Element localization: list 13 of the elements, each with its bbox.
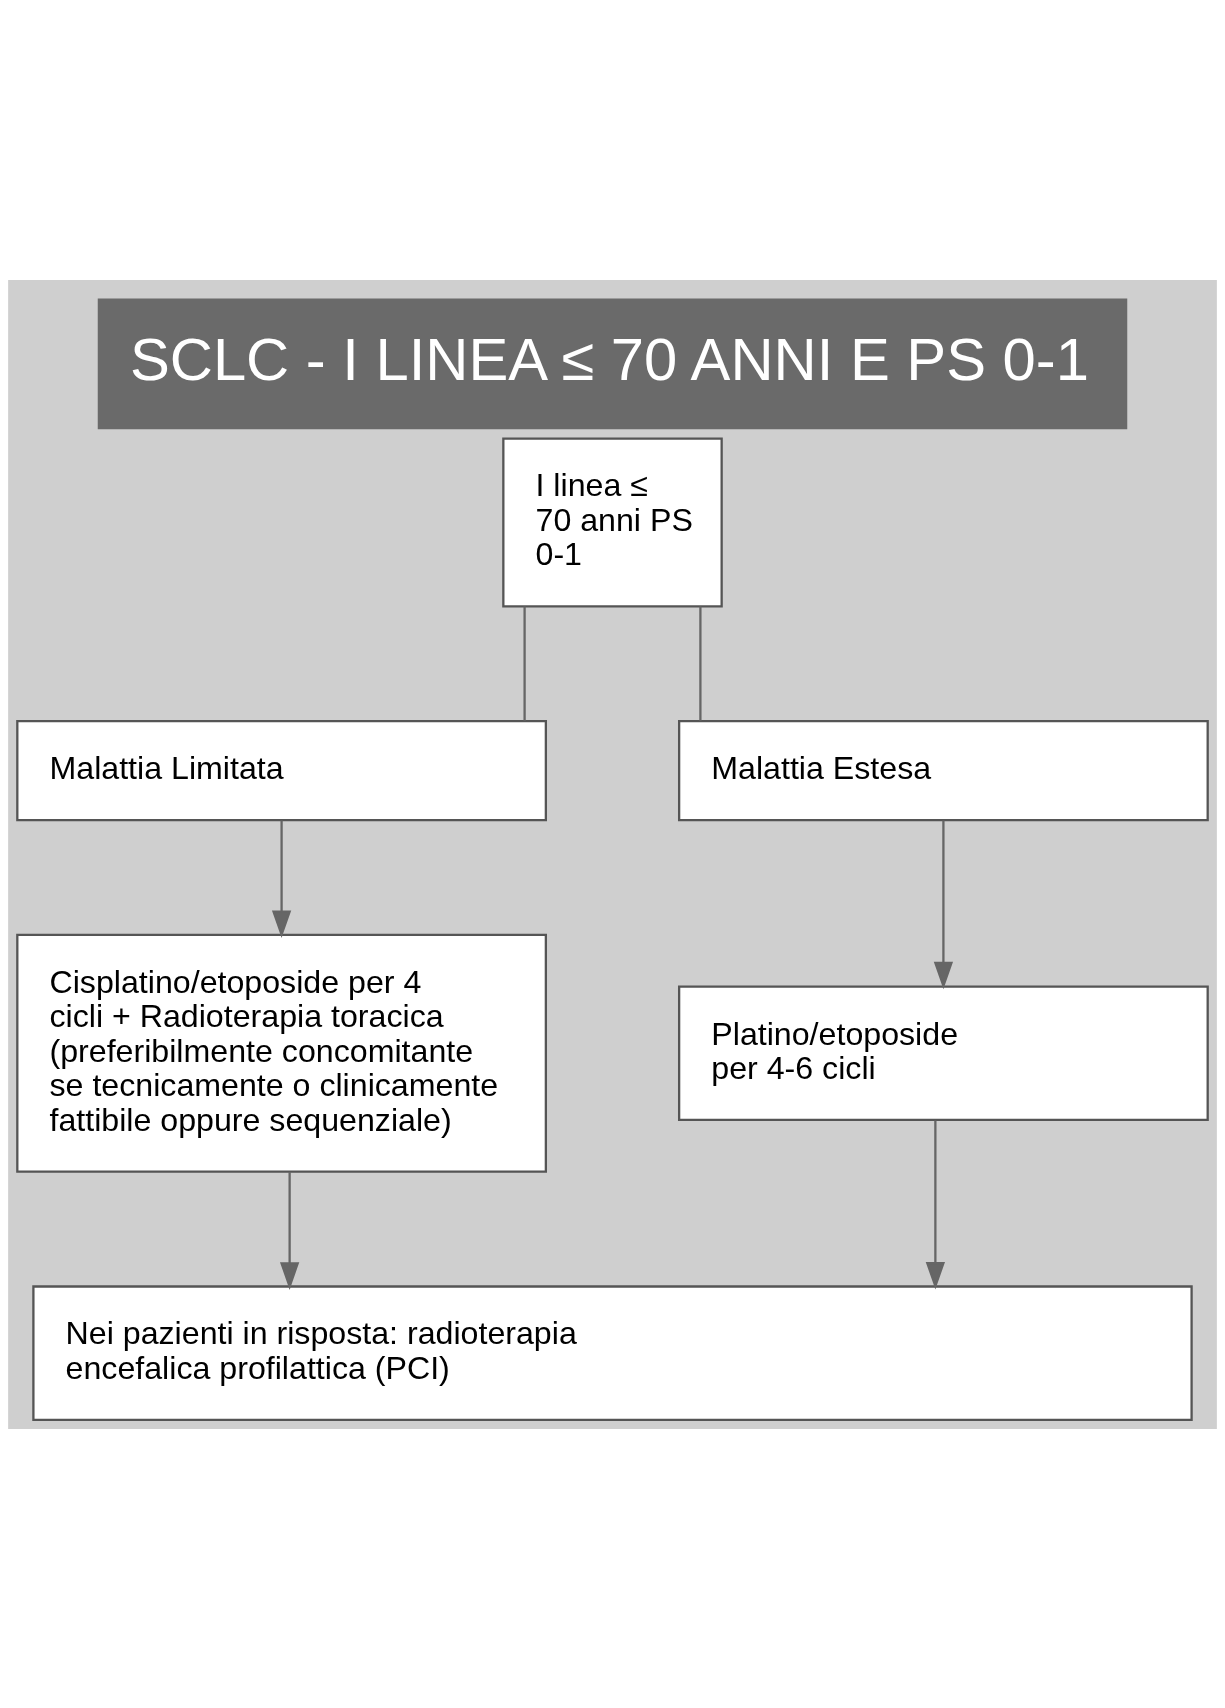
connector bbox=[699, 605, 702, 721]
node-box: Malattia Limitata bbox=[16, 719, 547, 821]
arrow bbox=[925, 1120, 946, 1290]
arrow bbox=[271, 820, 292, 938]
node-box: Malattia Estesa bbox=[678, 719, 1209, 821]
node-box: Platino/etoposide per 4-6 cicli bbox=[678, 985, 1209, 1121]
node-box: Nei pazienti in risposta: radioterapia encefalica profilattica (PCI) bbox=[32, 1284, 1193, 1421]
arrow bbox=[933, 820, 954, 989]
node-box: I linea ≤ 70 anni PS 0-1 bbox=[502, 436, 723, 607]
arrow bbox=[279, 1171, 300, 1290]
diagram-title: SCLC - I LINEA ≤ 70 ANNI E PS 0-1 bbox=[129, 325, 1089, 392]
node-box: Cisplatino/etoposide per 4 cicli + Radioterapia toracica (preferibilmente concomitante se tecnicamente o clinicamente fattibile oppure sequenziale) bbox=[16, 933, 547, 1173]
connector bbox=[523, 605, 526, 721]
